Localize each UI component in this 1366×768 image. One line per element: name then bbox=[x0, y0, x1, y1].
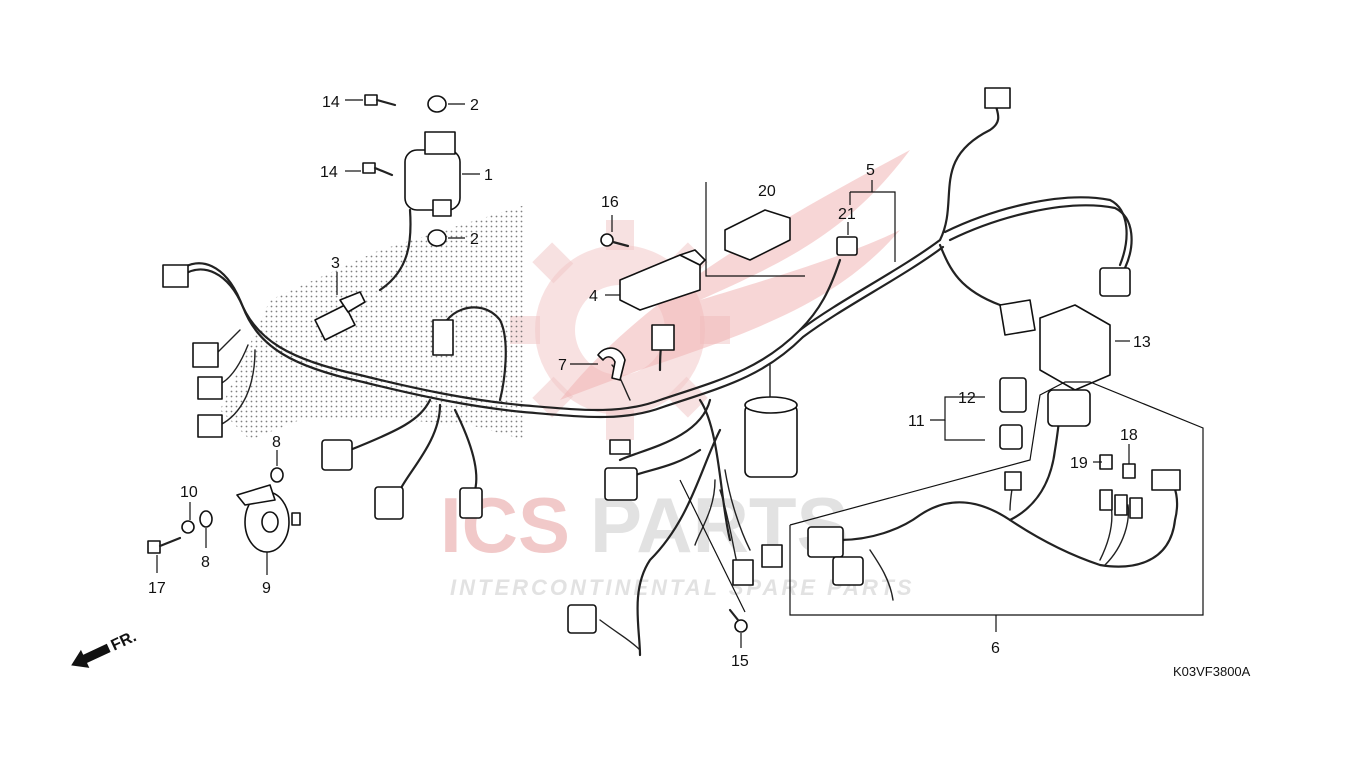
connector-center-1 bbox=[321, 439, 353, 471]
callout-14-upper: 14 bbox=[322, 94, 340, 111]
connector-left-1 bbox=[162, 264, 189, 288]
front-label: FR. bbox=[108, 628, 139, 654]
horn bbox=[236, 484, 301, 553]
bolt-lower bbox=[362, 162, 394, 177]
connector-center-2 bbox=[374, 486, 404, 520]
connector-lower-2 bbox=[567, 604, 597, 634]
callout-15: 15 bbox=[731, 653, 749, 670]
connector-center-5 bbox=[651, 324, 675, 351]
connector-right bbox=[1099, 267, 1131, 297]
regulator-rectifier bbox=[619, 249, 706, 311]
main-wire-harness bbox=[178, 98, 1133, 657]
control-unit-13 bbox=[999, 299, 1111, 391]
callout-8-upper: 8 bbox=[272, 434, 281, 451]
relay-12 bbox=[999, 377, 1027, 413]
bolt-upper bbox=[364, 94, 397, 107]
callout-6: 6 bbox=[991, 640, 1000, 657]
callout-2-upper: 2 bbox=[470, 97, 479, 114]
connector-center-4 bbox=[432, 319, 454, 356]
callout-1: 1 bbox=[484, 167, 493, 184]
washer-8-upper bbox=[270, 467, 284, 483]
connector-sub-1 bbox=[807, 526, 844, 558]
diagram-code: K03VF3800A bbox=[1173, 664, 1251, 679]
callout-12: 12 bbox=[958, 390, 976, 407]
nut-lower bbox=[427, 229, 447, 247]
washer-10 bbox=[181, 520, 195, 534]
connector-left-3 bbox=[197, 376, 223, 400]
callout-13: 13 bbox=[1133, 334, 1151, 351]
leader-lines bbox=[156, 99, 1204, 648]
callout-4: 4 bbox=[589, 288, 598, 305]
connector-left-4 bbox=[197, 414, 223, 438]
connector-top-right bbox=[984, 87, 1011, 109]
callout-7: 7 bbox=[558, 357, 567, 374]
bolt-15 bbox=[728, 608, 748, 633]
connector-lower-1 bbox=[604, 467, 638, 501]
callout-9: 9 bbox=[262, 580, 271, 597]
connector-sub-5 bbox=[1151, 469, 1181, 491]
washer-8-lower bbox=[199, 510, 213, 528]
clamp-7 bbox=[597, 347, 626, 381]
callout-5: 5 bbox=[866, 162, 875, 179]
callouts: 14 2 1 14 2 3 16 4 7 20 21 5 13 12 11 18… bbox=[148, 94, 1151, 670]
connector-center-3 bbox=[459, 487, 483, 519]
capacitor bbox=[744, 396, 798, 478]
bolt-17 bbox=[147, 536, 182, 554]
fuse-holder bbox=[1099, 489, 1143, 519]
cover-20 bbox=[724, 209, 791, 261]
connector-lower-3 bbox=[732, 559, 754, 586]
ignition-coil bbox=[378, 131, 461, 292]
connector-lower-4 bbox=[761, 544, 783, 568]
callout-19: 19 bbox=[1070, 455, 1088, 472]
callout-11: 11 bbox=[908, 413, 925, 430]
callout-10: 10 bbox=[180, 484, 198, 501]
connector-sub-4 bbox=[1047, 389, 1091, 427]
connector-lower-5 bbox=[609, 439, 631, 455]
callout-2-lower: 2 bbox=[470, 231, 479, 248]
callout-16: 16 bbox=[601, 194, 619, 211]
callout-14-lower: 14 bbox=[320, 164, 338, 181]
sub-harness bbox=[838, 393, 1179, 601]
connector-sub-2 bbox=[832, 556, 864, 586]
bolt-16 bbox=[600, 233, 630, 248]
connector-21 bbox=[836, 236, 858, 256]
fuse-18 bbox=[1122, 463, 1136, 479]
callout-21: 21 bbox=[838, 206, 856, 223]
connector-left-2 bbox=[192, 342, 219, 368]
connector-sub-3 bbox=[1004, 471, 1022, 491]
callout-8-lower: 8 bbox=[201, 554, 210, 571]
callout-3: 3 bbox=[331, 255, 340, 272]
nut-upper bbox=[427, 95, 447, 113]
callout-17: 17 bbox=[148, 580, 166, 597]
relay-11 bbox=[999, 424, 1023, 450]
callout-18: 18 bbox=[1120, 427, 1138, 444]
spark-plug-cap bbox=[314, 291, 366, 341]
dotted-shading bbox=[220, 205, 525, 440]
callout-20: 20 bbox=[758, 183, 776, 200]
front-direction-indicator: FR. bbox=[71, 628, 139, 668]
